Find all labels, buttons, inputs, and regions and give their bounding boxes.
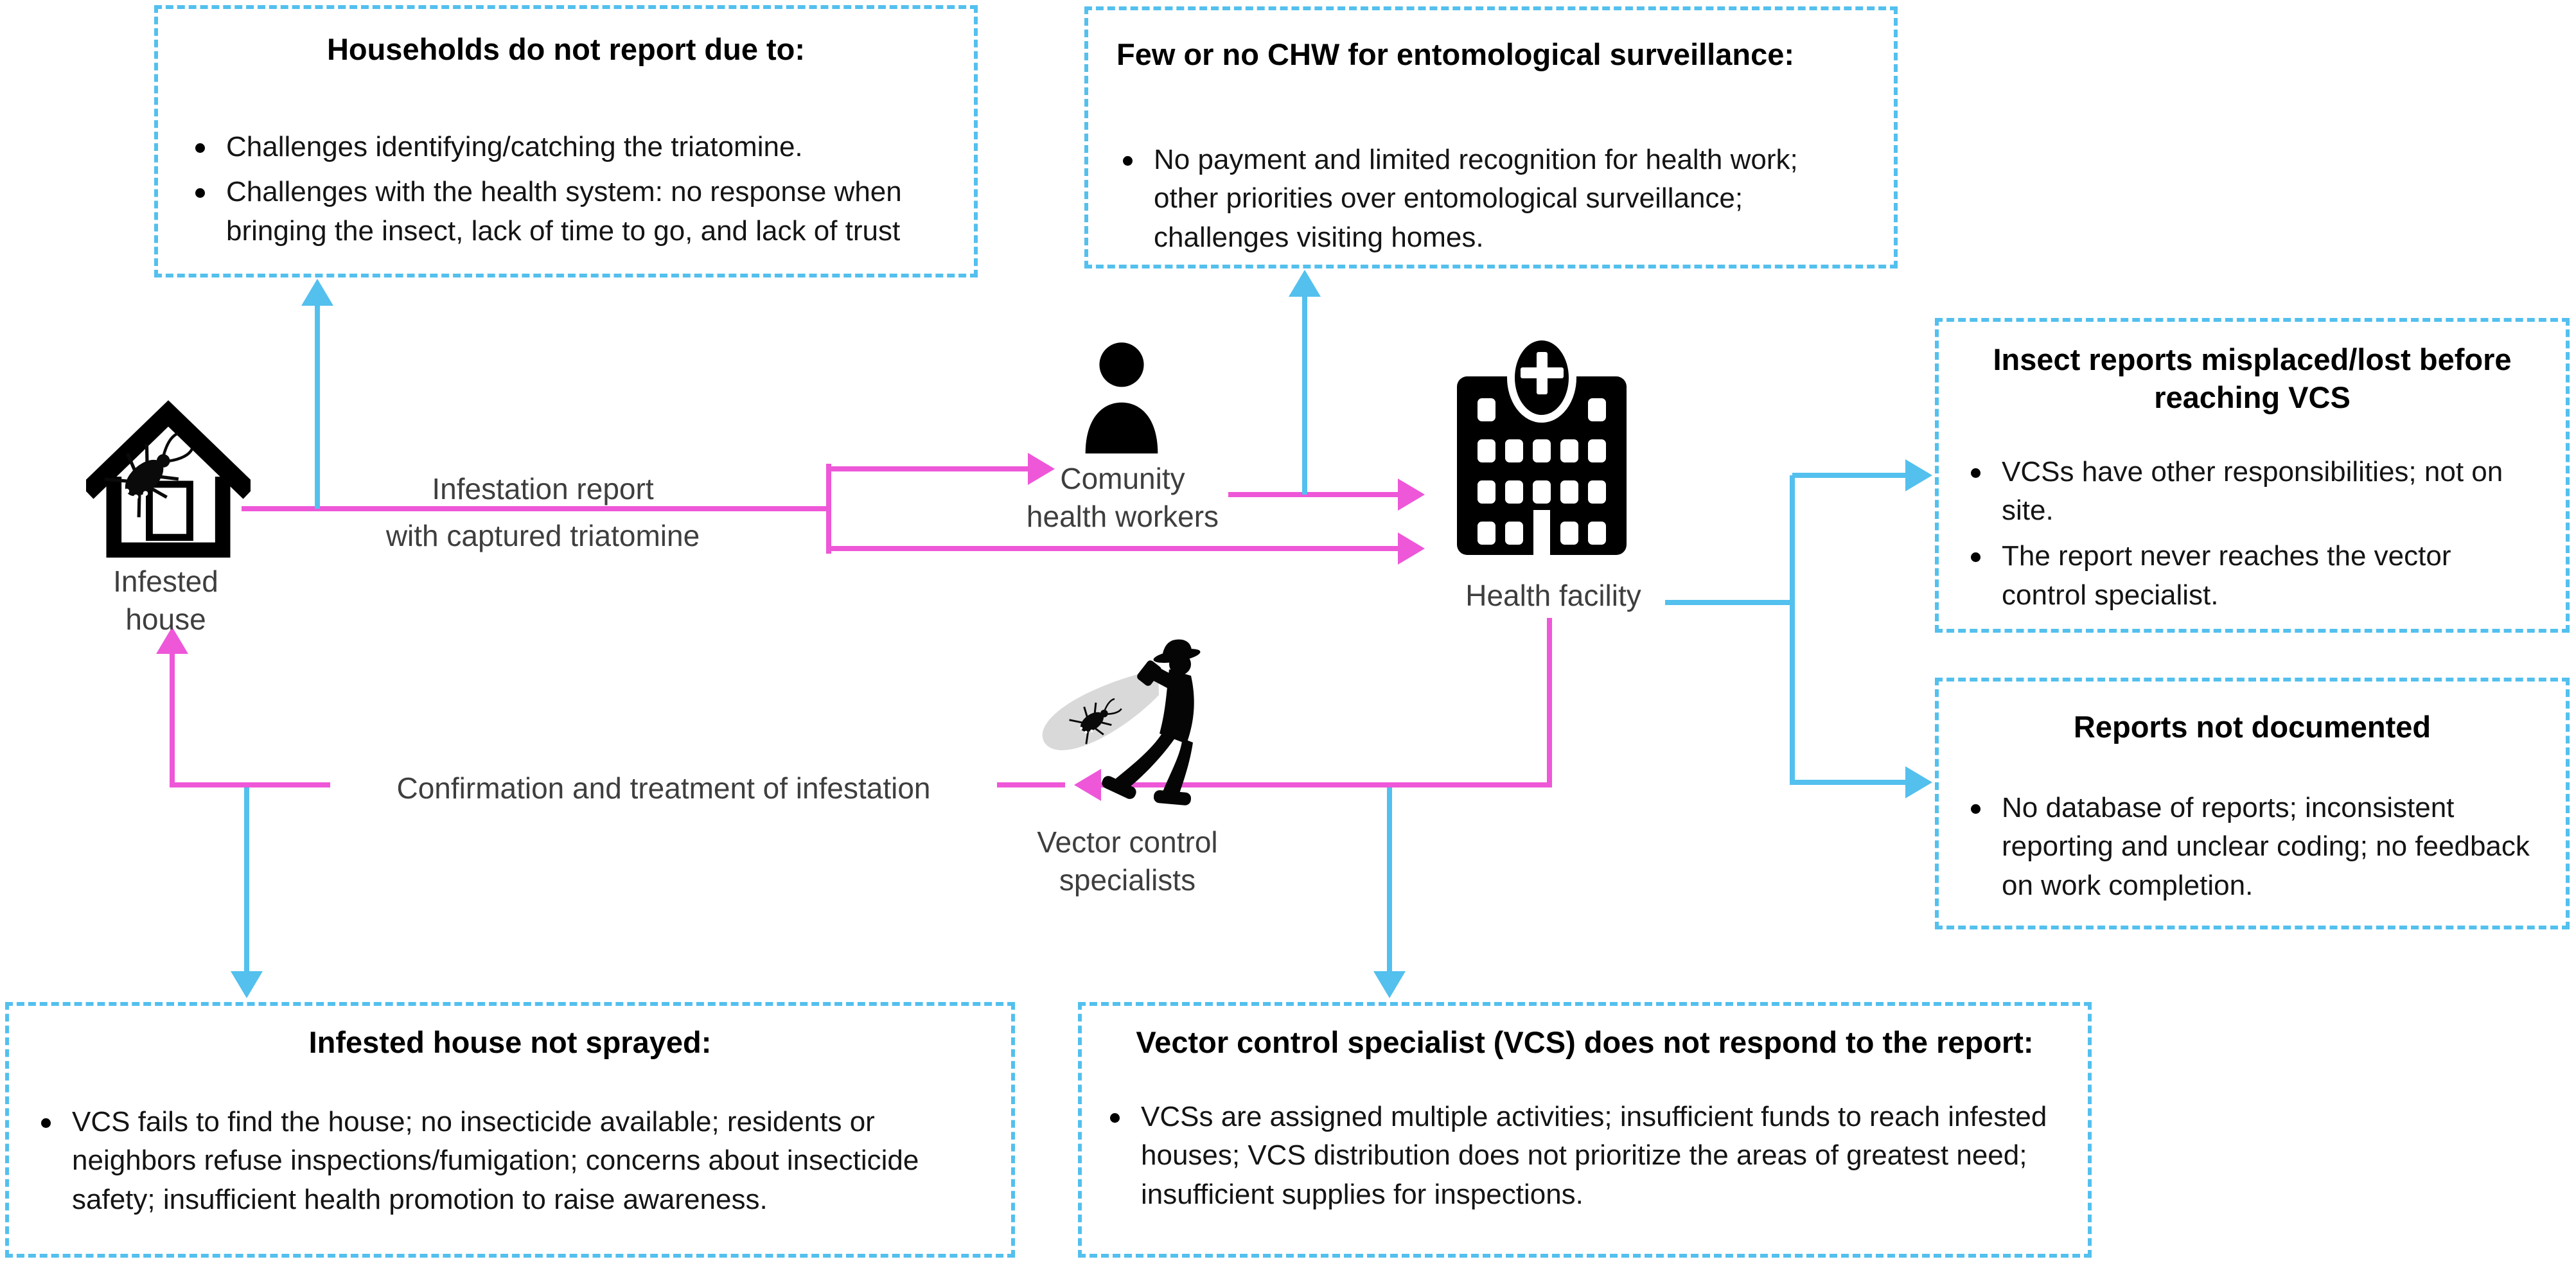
edge-facility-to-vcs [1101, 782, 1552, 787]
chw-person-icon [1085, 342, 1158, 454]
edge-chw-to-facility [1228, 492, 1399, 497]
edge-split-bracket [826, 464, 831, 554]
arrowhead-into-facility-lower [1398, 532, 1425, 565]
arrowhead-into-notsprayed-box [231, 971, 263, 998]
callout-bullets: No payment and limited recognition for h… [1116, 141, 1866, 258]
hat-crown [1163, 639, 1192, 655]
arrowhead-into-facility-upper [1398, 479, 1425, 511]
callout-title: Few or no CHW for entomological surveill… [1116, 37, 1795, 71]
arrowhead-into-house [156, 627, 188, 654]
door-slot [1533, 510, 1550, 555]
callout-box-few-chw: Few or no CHW for entomological surveill… [1084, 6, 1898, 268]
bullet-item: Challenges identifying/catching the tria… [189, 128, 943, 167]
back-leg [1161, 740, 1193, 799]
flashlight-icon [1137, 660, 1161, 686]
flashlight-beam [1042, 669, 1159, 750]
callout-title: Vector control specialist (VCS) does not… [1136, 1025, 2034, 1059]
arrowhead-into-notdoc-box [1905, 766, 1932, 798]
head [1169, 653, 1191, 675]
chw-label: Comunity health workers [1026, 462, 1219, 533]
callout-title: Reports not documented [2073, 710, 2431, 744]
edge-facility-label-right [1665, 600, 1795, 605]
callout-title: Households do not report due to: [326, 32, 806, 66]
arrowhead-into-noresponse-box [1373, 971, 1406, 998]
front-leg [1116, 732, 1176, 791]
callout-title: Infested house not sprayed: [308, 1025, 712, 1059]
edge-to-notdoc-box [1792, 780, 1908, 785]
edge-right-bracket [1790, 475, 1795, 785]
callout-box-reports-lost: Insect reports misplaced/lost before rea… [1935, 318, 2570, 633]
health-facility-label: Health facility [1465, 579, 1641, 612]
bullet-item: VCS fails to find the house; no insectic… [35, 1103, 985, 1220]
edge-down-to-notsprayed-box [244, 787, 249, 974]
callout-box-households: Households do not report due to: Challen… [154, 5, 978, 277]
callout-bullets: Challenges identifying/catching the tria… [189, 128, 943, 251]
health-facility-icon [1457, 337, 1627, 555]
edge-down-to-noresponse-box [1387, 787, 1392, 974]
arrowhead-into-vcs [1074, 769, 1101, 801]
edge-to-reports-lost-box [1792, 473, 1908, 478]
edge-house-to-split [242, 506, 831, 511]
arm [1149, 667, 1189, 695]
bullet-item: Challenges with the health system: no re… [189, 173, 943, 251]
arrowhead-into-reports-lost-box [1905, 459, 1932, 491]
vcs-person-icon [1042, 639, 1201, 805]
callout-box-vcs-no-response: Vector control specialist (VCS) does not… [1078, 1002, 2092, 1258]
callout-box-house-not-sprayed: Infested house not sprayed: VCS fails to… [5, 1002, 1015, 1258]
front-boot [1102, 776, 1136, 799]
infested-house-label: Infested house [113, 565, 218, 636]
vcs-silhouette [1102, 639, 1201, 805]
edge-up-to-fewchw-box [1302, 294, 1307, 495]
edge-split-to-chw [829, 466, 1029, 471]
back-boot [1153, 790, 1192, 805]
callout-box-reports-not-documented: Reports not documented No database of re… [1935, 678, 2570, 929]
arrowhead-into-fewchw-box [1289, 270, 1321, 297]
bullet-item: The report never reaches the vector cont… [1964, 537, 2540, 615]
bullet-item: VCSs have other responsibilities; not on… [1964, 453, 2540, 531]
confirmation-treatment-label: Confirmation and treatment of infestatio… [334, 769, 993, 807]
edge-label-to-elbow [172, 782, 330, 787]
callout-bullets: VCSs are assigned multiple activities; i… [1104, 1098, 2066, 1215]
infestation-report-label: Infestation report with captured triatom… [385, 472, 700, 552]
vcs-label: Vector control specialists [1037, 825, 1218, 897]
edge-facility-down [1547, 618, 1552, 787]
edge-up-to-households-box [315, 304, 320, 509]
bullet-item: No payment and limited recognition for h… [1116, 141, 1866, 258]
callout-bullets: VCSs have other responsibilities; not on… [1964, 453, 2540, 615]
callout-bullets: No database of reports; inconsistent rep… [1964, 789, 2540, 906]
edge-vcs-to-label [997, 782, 1065, 787]
edge-elbow-up-to-house [170, 653, 175, 787]
edge-split-to-facility [829, 546, 1399, 551]
bullet-item: No database of reports; inconsistent rep… [1964, 789, 2540, 906]
callout-title: Insect reports misplaced/lost before rea… [1993, 342, 2512, 414]
infested-house-icon [86, 400, 251, 558]
arrowhead-into-chw [1028, 453, 1055, 485]
bullet-item: VCSs are assigned multiple activities; i… [1104, 1098, 2066, 1215]
callout-bullets: VCS fails to find the house; no insectic… [35, 1103, 985, 1220]
arrowhead-into-households-box [301, 279, 333, 306]
